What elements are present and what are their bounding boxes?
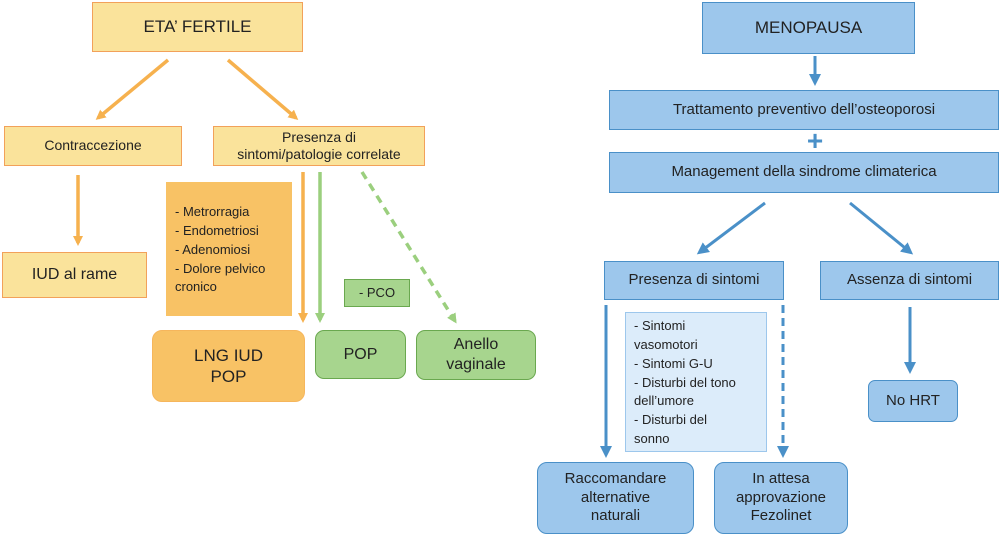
symptom-item: - Adenomiosi [175, 241, 251, 257]
node-anello-line-2: vaginale [446, 356, 506, 373]
sintomo-item: - Disturbi del tono [634, 374, 736, 390]
node-raccomandare-line-1: Raccomandare [564, 469, 667, 487]
node-climaterica: Management della sindrome climaterica [609, 152, 999, 193]
node-anello-vaginale: Anello vaginale [416, 330, 536, 380]
sintomo-item: - Disturbi del [634, 412, 707, 428]
node-pop: POP [315, 330, 406, 379]
node-climaterica-label: Management della sindrome climaterica [671, 163, 937, 181]
arrow-fertile-to-contraccezione [95, 58, 170, 120]
symptom-item: - Metrorragia [175, 204, 250, 219]
symptom-item: - Dolore pelvico [175, 260, 266, 276]
node-contraccezione: Contraccezione [4, 126, 182, 166]
node-in-attesa-line-1: In attesa [752, 469, 810, 487]
node-assenza-sintomi: Assenza di sintomi [820, 261, 999, 300]
node-presenza-line-2: sintomi/patologie correlate [237, 146, 401, 162]
node-lng-line-1: LNG IUD [194, 345, 263, 365]
node-iud-rame: IUD al rame [2, 252, 147, 298]
arrow-climaterica-to-assenza [849, 201, 914, 255]
node-osteoporosi-label: Trattamento preventivo dell’osteoporosi [672, 100, 936, 118]
node-pop-label: POP [343, 345, 378, 363]
arrow-presenza-to-anello [360, 171, 457, 324]
node-eta-fertile: ETA’ FERTILE [92, 2, 303, 52]
sintomo-item: - Sintomi G-U [634, 355, 713, 371]
node-in-attesa-line-3: Fezolinet [750, 507, 812, 525]
symptom-item: - Endometriosi [175, 222, 259, 238]
node-iud-rame-label: IUD al rame [31, 266, 118, 283]
node-lng-line-2: POP [210, 367, 247, 386]
node-raccomandare: Raccomandare alternative naturali [537, 462, 694, 534]
node-raccomandare-line-2: alternative [580, 488, 651, 506]
node-presenza-sintomi-patologie: Presenza di sintomi/patologie correlate [213, 126, 425, 166]
symptom-item: cronico [175, 279, 217, 295]
node-contraccezione-label: Contraccezione [44, 137, 142, 154]
node-in-attesa: In attesa approvazione Fezolinet [714, 462, 848, 534]
node-anello-line-1: Anello [453, 336, 499, 353]
node-menopausa-label: MENOPAUSA [754, 18, 863, 38]
sintomo-item: - Sintomi [634, 318, 686, 333]
node-assenza-sintomi-label: Assenza di sintomi [846, 271, 973, 289]
node-raccomandare-line-3: naturali [590, 507, 641, 525]
node-presenza-sintomi: Presenza di sintomi [604, 261, 784, 300]
node-menopausa: MENOPAUSA [702, 2, 915, 54]
arrow-fertile-to-presenza [226, 58, 299, 120]
node-pco-label: - PCO [358, 284, 396, 300]
node-in-attesa-line-2: approvazione [735, 488, 827, 506]
node-presenza-line-1: Presenza di [282, 128, 356, 145]
sintomo-item: dell’umore [634, 393, 694, 409]
node-sintomi-list: - Sintomi vasomotori - Sintomi G-U - Dis… [625, 312, 767, 452]
node-osteoporosi: Trattamento preventivo dell’osteoporosi [609, 90, 999, 130]
node-no-hrt-label: No HRT [886, 391, 940, 409]
sintomo-item: sonno [634, 431, 670, 447]
sintomo-item: vasomotori [634, 336, 698, 352]
node-eta-fertile-label: ETA’ FERTILE [143, 17, 252, 37]
node-symptoms-list: - Metrorragia - Endometriosi - Adenomios… [166, 182, 292, 316]
node-presenza-sintomi-label: Presenza di sintomi [628, 271, 760, 289]
node-lng-iud-pop: LNG IUD POP [152, 330, 305, 402]
node-pco: - PCO [344, 279, 410, 307]
plus-sign: + [806, 125, 824, 156]
arrow-climaterica-to-presenza [696, 201, 766, 255]
node-no-hrt: No HRT [868, 380, 958, 422]
